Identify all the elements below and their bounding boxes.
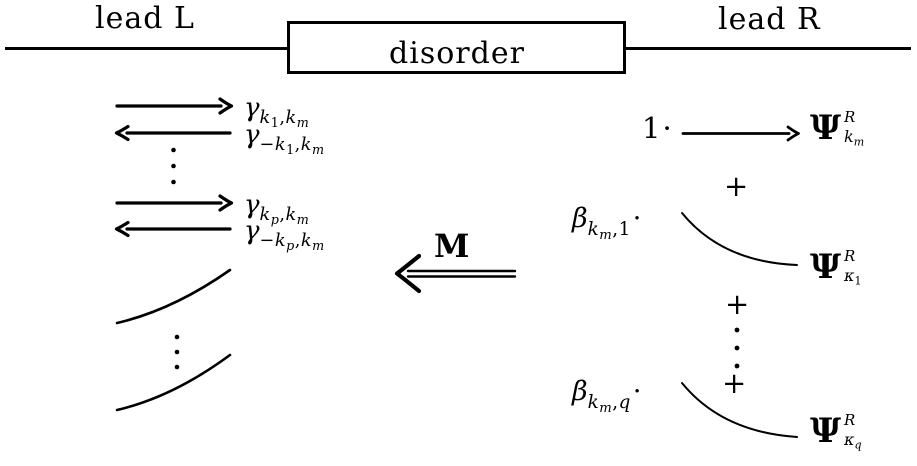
matrix-double-arrow: [394, 253, 517, 294]
vdots-icon: [171, 147, 176, 185]
gamma-kp-km-label: γkp,km: [244, 190, 310, 228]
gamma-minus-k1-km-label: γ−k1,km: [244, 120, 325, 158]
coefficient-one: 1·: [642, 111, 672, 145]
disorder-label: disorder: [389, 36, 525, 71]
beta-km-1-coefficient: βkm,1·: [572, 203, 642, 243]
beta-km-q-coefficient: βkm,q·: [572, 376, 642, 416]
plus-sign-3: +: [722, 366, 747, 400]
psi-km-wavefunction: Ψ R km: [810, 108, 865, 148]
decay-curve-kappa1: [681, 212, 798, 266]
arrow-right-km-head: [786, 125, 800, 142]
gamma-minus-kp-km-label: γ−kp,km: [244, 216, 325, 254]
psi-kappaq-wavefunction: Ψ R κq: [810, 411, 862, 451]
plus-sign-1: +: [724, 169, 749, 203]
gamma-k1-km-label: γk1,km: [244, 93, 310, 131]
arrow-left-kp-head: [114, 220, 130, 238]
matrix-m-label: M: [434, 227, 470, 265]
arrow-right-k1-head: [218, 97, 234, 115]
arrow-right-kp-head: [218, 194, 234, 212]
evanescent-arc-1: [115, 268, 232, 325]
disorder-box: [287, 21, 626, 74]
decay-curve-kappaq: [681, 382, 798, 438]
vdots-icon: [174, 334, 180, 370]
evanescent-arc-2: [115, 353, 232, 412]
psi-kappa1-wavefunction: Ψ R κ1: [810, 247, 862, 287]
vdots-icon: [734, 327, 740, 369]
lead-left-label: lead L: [95, 1, 195, 36]
arrow-left-k1-head: [114, 124, 130, 142]
plus-sign-2: +: [725, 287, 750, 321]
lead-right-label: lead R: [718, 2, 821, 37]
